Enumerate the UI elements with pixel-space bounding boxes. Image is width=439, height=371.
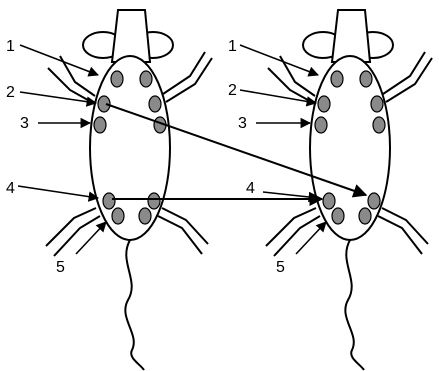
right-marker-2b [371,96,383,112]
left-labels: 1 2 3 4 5 [6,38,65,276]
left-tail [125,240,144,370]
left-marker-4b [148,193,160,209]
right-hind-left-leg [266,208,320,256]
right-marker-1b [360,71,372,87]
left-label-5: 5 [56,259,65,276]
right-marker-1a [331,71,343,87]
right-front-right-leg [383,52,432,102]
left-marker-3a [94,117,106,133]
right-label-5: 5 [276,259,285,276]
right-snout [332,10,370,62]
right-marker-2a [318,96,330,112]
right-head [303,10,393,62]
right-front-left-leg [268,56,315,104]
right-marker-3b [373,117,385,133]
left-label-1: 1 [6,38,15,55]
right-arrow-2 [240,90,316,103]
right-arrow-4 [263,192,318,198]
left-marker-5b [139,208,151,224]
right-marker-5b [359,208,371,224]
left-marker-5a [112,208,124,224]
left-front-right-leg [163,52,212,102]
left-marker-4a [103,193,115,209]
left-hind-left-leg [46,208,100,256]
right-hind-right-leg [378,208,428,254]
right-marker-5a [332,208,344,224]
left-label-3: 3 [20,115,29,132]
left-marker-1b [140,71,152,87]
left-body [90,56,170,240]
right-marker-4a [323,193,335,209]
left-label-2: 2 [6,84,15,101]
right-label-4: 4 [246,180,255,197]
right-label-1: 1 [228,38,237,55]
right-label-3: 3 [238,115,247,132]
left-snout [112,10,150,62]
left-label-4: 4 [6,180,15,197]
right-body [310,56,390,240]
right-label-2: 2 [228,82,237,99]
right-marker-4b [368,193,380,209]
left-hind-right-leg [158,208,208,254]
right-tail [345,240,364,370]
left-marker-2b [149,96,161,112]
left-arrow-4 [18,186,98,198]
left-marker-1a [111,71,123,87]
left-head [83,10,173,62]
right-marker-3a [315,117,327,133]
